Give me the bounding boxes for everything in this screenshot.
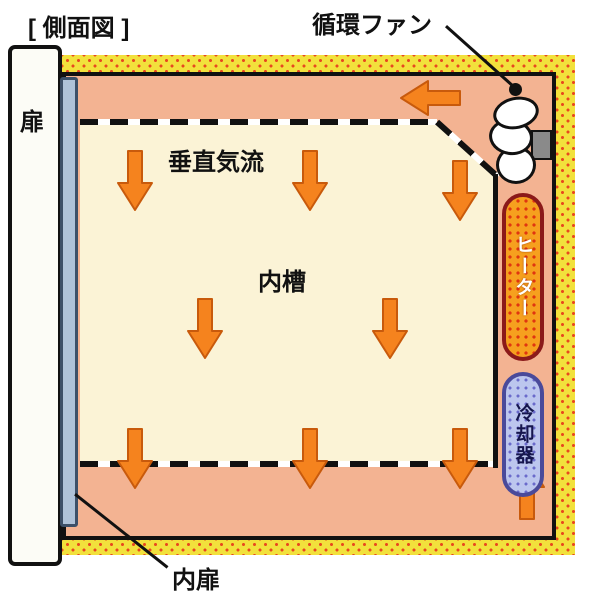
- inner-door-label: 内扉: [172, 567, 220, 594]
- cooler-label: 冷却器: [512, 403, 534, 466]
- inner-door: [60, 77, 78, 527]
- inner-chamber-label: 内槽: [258, 269, 306, 296]
- perforated-plate-top: [80, 119, 437, 125]
- door-label: 扉: [20, 109, 44, 136]
- cooler: 冷却器: [502, 372, 544, 497]
- fan-motor-box: [531, 130, 552, 160]
- perforated-plate-bottom: [80, 461, 494, 467]
- heater: ヒーター: [502, 193, 544, 361]
- page-title: [ 側面図 ]: [28, 15, 130, 42]
- vertical-airflow-label: 垂直気流: [168, 149, 264, 176]
- circulation-fan-label: 循環ファン: [312, 12, 432, 39]
- heater-label: ヒーター: [512, 235, 534, 319]
- right-partition-wall: [493, 174, 498, 468]
